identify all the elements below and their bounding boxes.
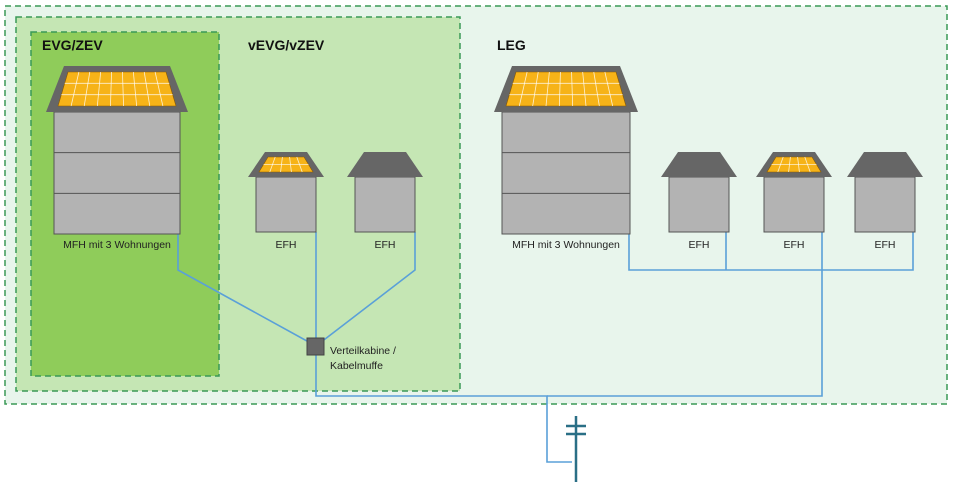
building-wall: [354, 176, 416, 233]
power-lines: [177, 232, 914, 463]
building-efh-3: EFH: [661, 152, 737, 251]
evg-zone-label: EVG/ZEV: [42, 37, 103, 53]
solar-grid-line: [110, 71, 112, 107]
distribution-cabinet: [306, 337, 325, 356]
solar-grid-line: [70, 71, 80, 107]
utility-pole: [566, 416, 586, 482]
building-efh-5: EFH: [847, 152, 923, 251]
solar-grid-line: [143, 71, 151, 107]
building-label: EFH: [375, 239, 396, 251]
vevg-zone-label: vEVG/vZEV: [248, 37, 325, 53]
solar-grid-line: [532, 71, 539, 107]
solar-panel: [57, 71, 177, 107]
solar-grid-line: [604, 71, 614, 107]
building-efh-2: EFH: [347, 152, 423, 251]
building-label: EFH: [276, 239, 297, 251]
building-efh-1: EFH: [248, 152, 324, 251]
building-label: MFH mit 3 Wohnungen: [63, 239, 171, 251]
building-mfh-right: MFH mit 3 Wohnungen: [494, 66, 638, 251]
solar-grid-line: [593, 71, 600, 107]
building-label: MFH mit 3 Wohnungen: [512, 239, 620, 251]
buildings: MFH mit 3 Wohnungen EFH EFH MFH mit 3 Wohnu…: [46, 66, 923, 251]
solar-grid-line: [582, 71, 587, 107]
solar-grid-line: [96, 71, 102, 107]
building-wall: [501, 111, 631, 235]
roof: [661, 152, 737, 177]
building-label: EFH: [689, 239, 710, 251]
solar-grid-line: [132, 71, 138, 107]
building-wall: [854, 176, 916, 233]
building-efh-4: EFH: [756, 152, 832, 251]
solar-grid-line: [518, 71, 528, 107]
building-wall: [763, 176, 825, 233]
solar-grid-line: [154, 71, 164, 107]
roof: [847, 152, 923, 177]
line-efh-2-to-cabinet: [315, 232, 416, 347]
building-wall: [668, 176, 730, 233]
building-label: EFH: [875, 239, 896, 251]
solar-panel: [505, 71, 627, 107]
solar-grid-line: [122, 71, 124, 107]
solar-grid-line: [83, 71, 91, 107]
solar-grid-line: [571, 71, 574, 107]
solar-grid-line: [558, 71, 561, 107]
roof: [347, 152, 423, 177]
cabinet-label-line1: Verteilkabine /: [330, 345, 396, 357]
leg-zone-label: LEG: [497, 37, 526, 53]
building-wall: [255, 176, 317, 233]
cabinet-label-line2: Kabelmuffe: [330, 360, 383, 372]
building-mfh-left: MFH mit 3 Wohnungen: [46, 66, 188, 251]
building-label: EFH: [784, 239, 805, 251]
solar-grid-line: [545, 71, 550, 107]
line-leg-efh-4-to-grid: [547, 232, 823, 397]
building-wall: [53, 111, 181, 235]
line-leg-bus: [628, 232, 914, 271]
line-mfh-left-to-cabinet: [177, 232, 317, 347]
